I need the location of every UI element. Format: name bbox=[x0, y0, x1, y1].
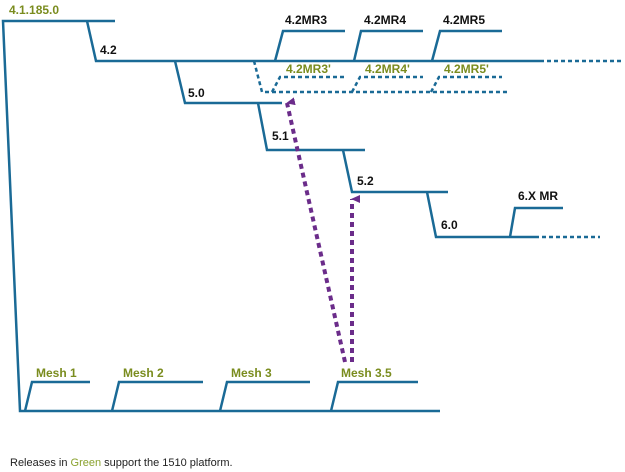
dotted-branch-lines bbox=[252, 59, 622, 239]
label-4-2mr4: 4.2MR4 bbox=[364, 13, 406, 27]
branch-4-2 bbox=[85, 20, 540, 63]
branch-6x-mr bbox=[508, 206, 563, 238]
branch-lines bbox=[1, 19, 563, 413]
arrow-mesh35-to-4-2mr3-prime bbox=[285, 97, 347, 363]
label-5-0: 5.0 bbox=[188, 86, 205, 100]
label-5-2: 5.2 bbox=[357, 174, 374, 188]
label-4-2mr3-prime: 4.2MR3' bbox=[286, 62, 331, 76]
label-4-2mr3: 4.2MR3 bbox=[285, 13, 327, 27]
branch-4-2mr4-prime bbox=[350, 75, 423, 93]
caption-suffix: support the 1510 platform. bbox=[101, 457, 232, 469]
branch-4-2-prime bbox=[252, 60, 508, 94]
label-4-2: 4.2 bbox=[100, 43, 117, 57]
label-4-2mr5-prime: 4.2MR5' bbox=[444, 62, 489, 76]
label-5-1: 5.1 bbox=[272, 129, 289, 143]
label-6x-mr: 6.X MR bbox=[518, 189, 558, 203]
label-mesh3: Mesh 3 bbox=[231, 366, 272, 380]
branch-4-2mr4 bbox=[352, 29, 423, 62]
label-mesh35: Mesh 3.5 bbox=[341, 366, 392, 380]
branch-4-2mr5 bbox=[430, 29, 502, 62]
release-labels: 4.1.185.0 4.2 5.0 5.1 5.2 6.0 6.X MR 4.2… bbox=[9, 3, 558, 380]
caption: Releases in Green support the 1510 platf… bbox=[10, 457, 233, 469]
branch-mesh3 bbox=[218, 380, 310, 412]
caption-highlight: Green bbox=[71, 457, 102, 469]
label-4-2mr4-prime: 4.2MR4' bbox=[365, 62, 410, 76]
branch-5-2 bbox=[341, 149, 448, 194]
caption-prefix: Releases in bbox=[10, 457, 71, 469]
label-6-0: 6.0 bbox=[441, 218, 458, 232]
branch-4-2mr3-prime bbox=[270, 75, 345, 93]
branch-mesh35 bbox=[329, 380, 418, 412]
branch-5-0 bbox=[173, 60, 282, 105]
label-4-1-185-0: 4.1.185.0 bbox=[9, 3, 59, 17]
branch-4-2mr5-prime bbox=[429, 75, 502, 93]
branch-4-2mr3 bbox=[273, 29, 345, 62]
label-mesh2: Mesh 2 bbox=[123, 366, 164, 380]
branch-5-1 bbox=[256, 102, 365, 152]
label-mesh1: Mesh 1 bbox=[36, 366, 77, 380]
branch-4-1-185-0 bbox=[1, 19, 440, 413]
label-4-2mr5: 4.2MR5 bbox=[443, 13, 485, 27]
branch-mesh1 bbox=[23, 380, 90, 412]
arrows bbox=[285, 97, 360, 363]
branch-mesh2 bbox=[110, 380, 203, 412]
branch-6-0 bbox=[425, 191, 535, 239]
